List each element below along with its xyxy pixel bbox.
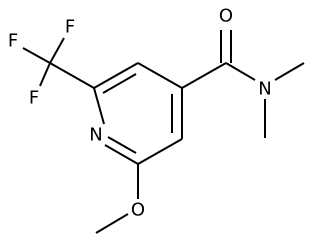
bond-cf3-f-lower bbox=[39, 62, 51, 87]
pyridine-ring bbox=[93, 62, 183, 165]
atom-f-lower: F bbox=[29, 88, 39, 109]
trifluoromethyl-group bbox=[22, 37, 95, 89]
carboxamide-group bbox=[181, 30, 305, 138]
bond-cf3-f-top bbox=[49, 37, 65, 64]
bond-c2-c3 bbox=[93, 62, 139, 89]
atom-amide-nitrogen: N bbox=[258, 79, 271, 100]
atom-methoxy-oxygen: O bbox=[131, 200, 145, 221]
atom-f-top: F bbox=[65, 17, 75, 38]
atom-carbonyl-oxygen: O bbox=[219, 6, 233, 27]
methoxy-group bbox=[95, 164, 139, 234]
bond-c4-carbonyl bbox=[181, 62, 227, 89]
bond-n1-c2 bbox=[93, 87, 105, 125]
bond-c5-c6 bbox=[137, 138, 183, 165]
bond-carbonyl-n bbox=[225, 62, 256, 81]
bond-c2-cf3 bbox=[49, 62, 95, 89]
bond-n-methyl-upper bbox=[274, 62, 305, 81]
bond-o-methyl bbox=[95, 213, 129, 234]
bond-c6-n1-inner bbox=[107, 136, 137, 154]
atom-labels: F F F N O N O bbox=[8, 6, 272, 221]
chemical-structure-diagram: F F F N O N O bbox=[8, 6, 305, 234]
atom-f-left: F bbox=[8, 31, 18, 52]
bond-cf3-f-left bbox=[22, 47, 51, 64]
bond-c6-n1 bbox=[104, 144, 139, 165]
bond-c3-c4 bbox=[137, 62, 183, 89]
atom-ring-nitrogen: N bbox=[89, 125, 102, 146]
bond-c2-c3-inner bbox=[102, 73, 137, 94]
